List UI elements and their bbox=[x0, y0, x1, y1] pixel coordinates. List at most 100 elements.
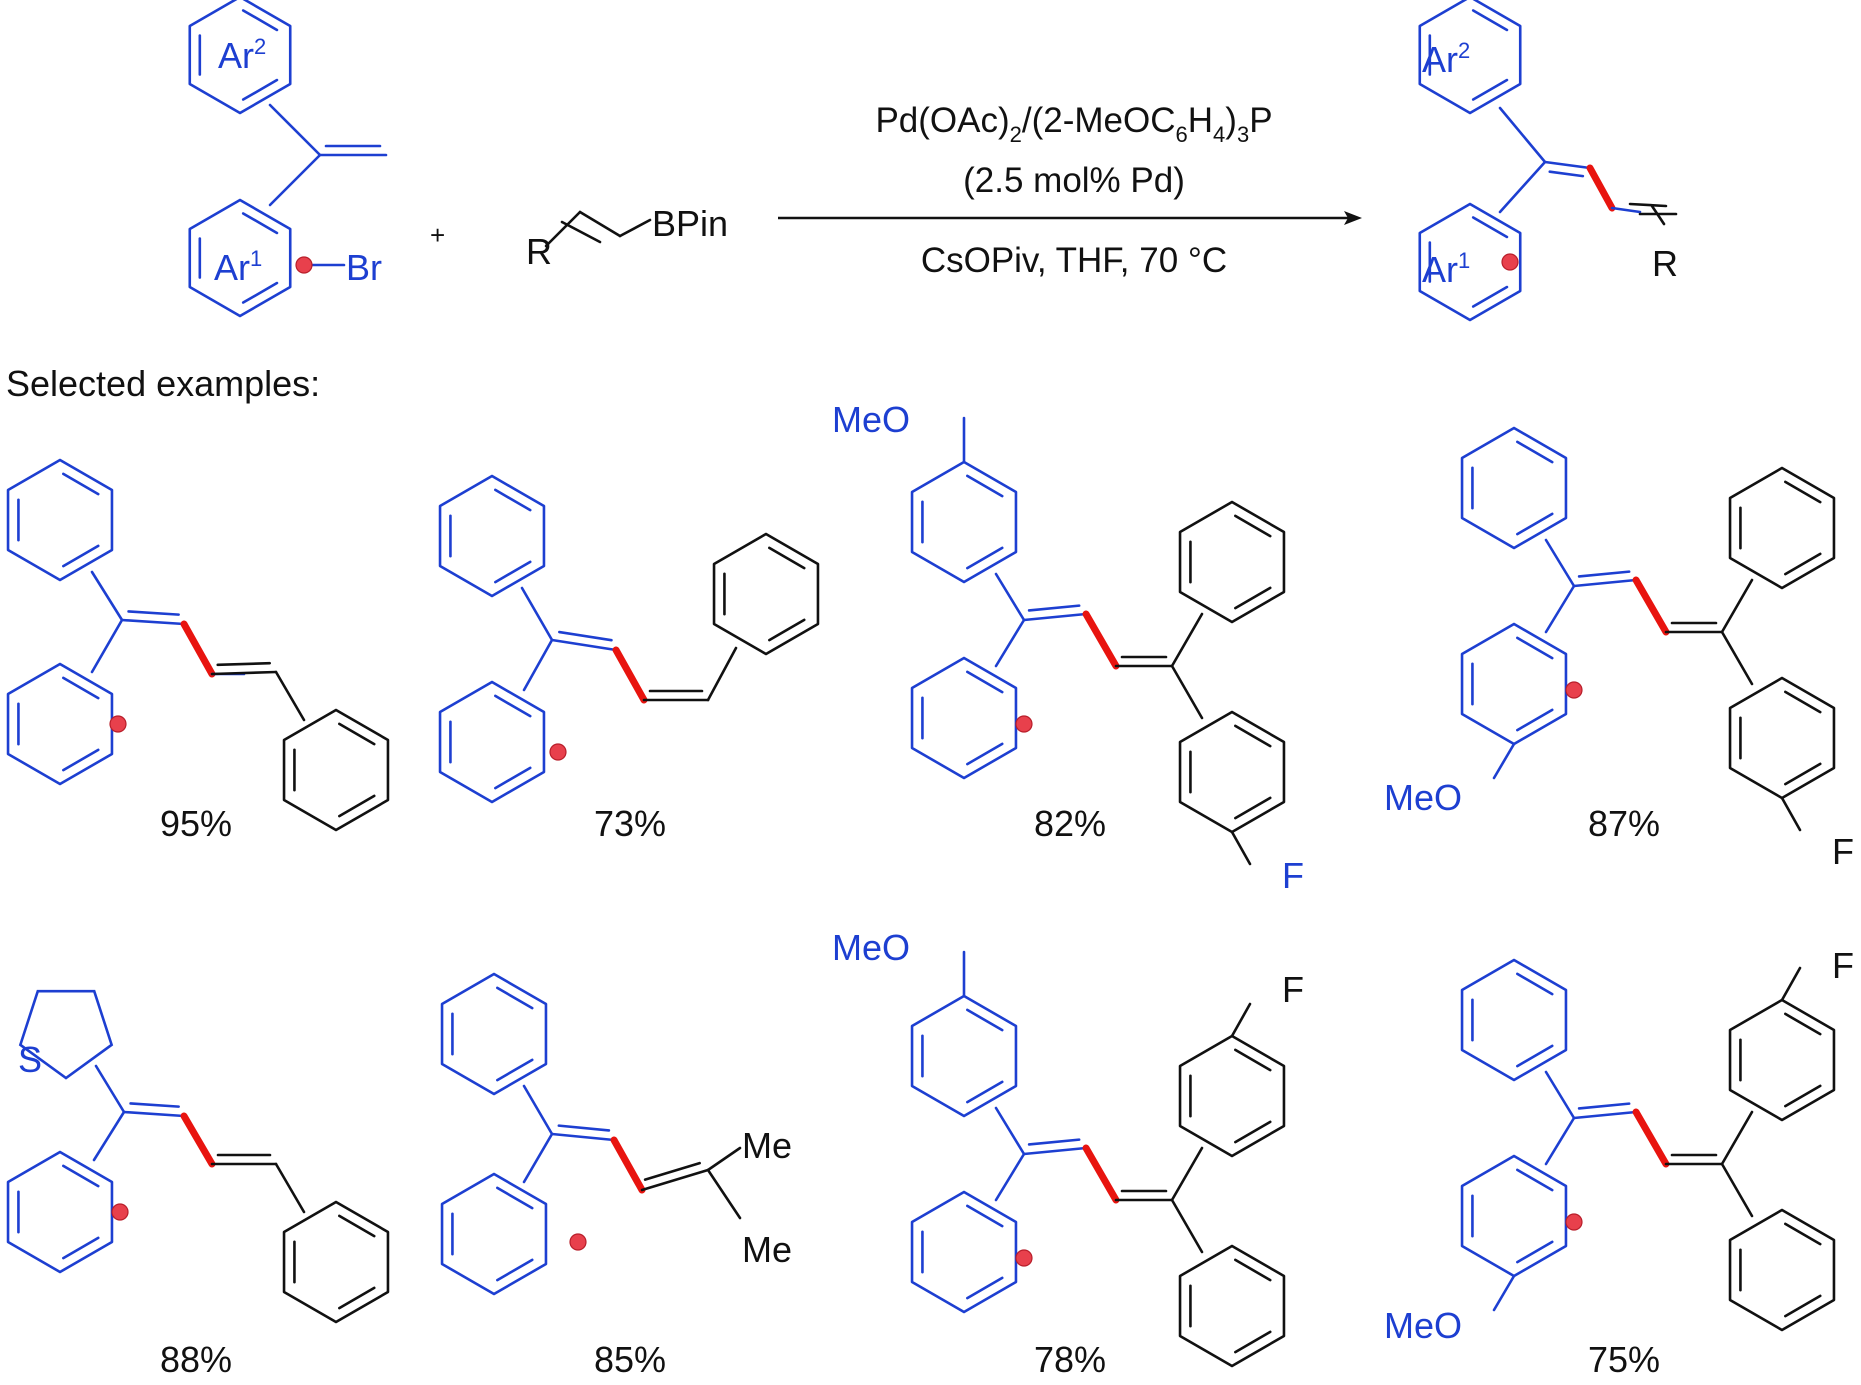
example-7-yield: 78% bbox=[1034, 1339, 1106, 1380]
reaction-arrowhead bbox=[1344, 211, 1362, 225]
example-8-lower-aryl-bond bbox=[1720, 1162, 1754, 1218]
example-6-methyl-bottom-bond bbox=[706, 1168, 742, 1220]
example-1-cyclization-dot bbox=[109, 715, 127, 733]
example-8-upper-aryl-ring-inner bbox=[1784, 1012, 1822, 1036]
ar1-ring-inner bbox=[241, 281, 279, 304]
product-ar2-ring bbox=[1418, 0, 1522, 115]
example-5-phenyl-ring-inner bbox=[338, 1286, 376, 1310]
example-2-phenyl-ring-inner bbox=[768, 618, 806, 642]
example-8-lower-aryl-ring bbox=[1728, 1208, 1836, 1332]
product-cyclization-dot bbox=[1501, 253, 1519, 271]
example-4-bottom-ring-inner bbox=[1516, 708, 1554, 732]
example-8-cyclization-dot bbox=[1565, 1213, 1583, 1231]
example-7-top-ring bbox=[910, 994, 1018, 1118]
example-4-alkene-1 bbox=[1572, 578, 1638, 588]
example-1-top-ring-inner bbox=[62, 544, 100, 568]
example-1-bottom-bond bbox=[90, 618, 124, 674]
example-1-alkene-2-pi bbox=[216, 661, 272, 667]
example-3-top-ring-inner bbox=[966, 546, 1004, 570]
example-5-sulfur: S bbox=[18, 1039, 42, 1080]
example-3-alkene-1 bbox=[1022, 612, 1088, 622]
example-3-upper-aryl-ring-inner bbox=[1234, 514, 1272, 538]
example-7-lower-aryl-ring-inner bbox=[1234, 1258, 1272, 1282]
product-terminal-alkene bbox=[1628, 202, 1668, 208]
example-7-upper-aryl-ring-inner bbox=[1234, 1048, 1272, 1072]
product-ar1-label: Ar1 bbox=[1422, 248, 1470, 290]
product-ar1-ring bbox=[1418, 202, 1522, 322]
example-4-methoxy: MeO bbox=[1384, 777, 1462, 818]
example-7-top-bond bbox=[994, 1106, 1026, 1156]
example-2-top-ring bbox=[438, 474, 546, 598]
catalyst-conditions: Pd(OAc)2/(2-MeOC6H4)3P bbox=[875, 101, 1272, 147]
example-2-top-bond bbox=[520, 586, 554, 642]
example-5-thiophene-ring bbox=[18, 989, 114, 1080]
example-4-bottom-bond bbox=[1544, 584, 1576, 634]
example-3-yield: 82% bbox=[1034, 803, 1106, 844]
example-4-upper-aryl-ring bbox=[1728, 466, 1836, 590]
boronate-alkene-a bbox=[560, 220, 602, 244]
example-3-bottom-bond bbox=[994, 618, 1026, 668]
product-ar1-bond bbox=[1498, 160, 1547, 214]
example-6-top-ring-inner bbox=[496, 986, 534, 1010]
example-1-phenyl-ring-inner bbox=[338, 794, 376, 818]
example-6-methyl-bottom: Me bbox=[742, 1229, 792, 1270]
example-3-bottom-ring-inner bbox=[966, 742, 1004, 766]
ar1-vinyl-bond bbox=[268, 153, 322, 207]
example-3-bottom-ring bbox=[910, 656, 1018, 780]
example-7-bottom-ring-inner bbox=[966, 1276, 1004, 1300]
ar1-ring bbox=[188, 198, 292, 318]
example-4-fluoro: F bbox=[1832, 831, 1854, 872]
example-4-lower-f-bond bbox=[1780, 796, 1802, 832]
boronate-alkene-b bbox=[578, 210, 622, 238]
example-8-upper-f-bond bbox=[1780, 966, 1802, 1002]
example-4-top-ring bbox=[1460, 426, 1568, 550]
product-ar2-bond bbox=[1498, 106, 1547, 164]
example-6-top-ring-inner bbox=[496, 1058, 534, 1082]
example-3-upper-aryl-ring bbox=[1178, 500, 1286, 624]
example-4-lower-aryl-ring bbox=[1728, 676, 1836, 800]
example-3-methoxy: MeO bbox=[832, 399, 910, 440]
example-3-fluoro: F bbox=[1282, 855, 1304, 896]
example-7-lower-aryl-bond bbox=[1170, 1198, 1204, 1254]
plus-sign: + bbox=[430, 220, 445, 250]
example-3-bottom-ring-inner bbox=[966, 670, 1004, 694]
example-8-alkene-1 bbox=[1572, 1110, 1638, 1120]
example-3-top-ring-inner bbox=[966, 474, 1004, 498]
example-6-bottom-bond bbox=[522, 1132, 554, 1184]
example-3-new-bond bbox=[1082, 610, 1120, 670]
example-2-cyclization-dot bbox=[549, 743, 567, 761]
example-7-fluoro: F bbox=[1282, 969, 1304, 1010]
example-3-lower-aryl-ring-inner bbox=[1234, 796, 1272, 820]
product-alkene-pi bbox=[1548, 170, 1585, 178]
example-8-bottom-substituent-bond bbox=[1492, 1274, 1516, 1312]
example-2-new-bond bbox=[612, 646, 648, 704]
example-8-upper-aryl-ring bbox=[1728, 998, 1836, 1122]
example-6-alkene-2 bbox=[640, 1168, 710, 1192]
example-4-lower-aryl-ring-inner bbox=[1784, 690, 1822, 714]
example-8-upper-aryl-bond bbox=[1720, 1110, 1754, 1166]
ar2-ring-inner bbox=[241, 9, 279, 32]
example-4-top-ring-inner bbox=[1516, 440, 1554, 464]
example-2-alkene-1 bbox=[550, 638, 618, 652]
example-8-top-ring bbox=[1460, 958, 1568, 1082]
example-4-top-bond bbox=[1544, 538, 1576, 588]
example-1-top-ring-inner bbox=[62, 472, 100, 496]
example-1-bottom-ring-inner bbox=[62, 748, 100, 772]
example-4-upper-aryl-ring-inner bbox=[1784, 480, 1822, 504]
example-4-bottom-ring-inner bbox=[1516, 636, 1554, 660]
example-8-yield: 75% bbox=[1588, 1339, 1660, 1380]
example-2-phenyl-ring bbox=[712, 532, 820, 656]
example-4-lower-aryl-bond bbox=[1720, 630, 1754, 686]
example-5-bottom-ring-inner bbox=[62, 1236, 100, 1260]
ar2-ring bbox=[188, 0, 292, 115]
example-7-upper-f-bond bbox=[1230, 1002, 1252, 1038]
example-1-alkene-1 bbox=[120, 618, 186, 626]
example-8-bottom-ring-inner bbox=[1516, 1240, 1554, 1264]
example-8-methoxy: MeO bbox=[1384, 1305, 1462, 1346]
example-3-lower-aryl-ring bbox=[1178, 710, 1286, 834]
example-3-lower-f-bond bbox=[1230, 830, 1252, 866]
product-r-bond bbox=[1650, 204, 1666, 226]
example-7-bottom-bond bbox=[994, 1152, 1026, 1202]
base-solvent-temperature: CsOPiv, THF, 70 °C bbox=[921, 241, 1227, 280]
